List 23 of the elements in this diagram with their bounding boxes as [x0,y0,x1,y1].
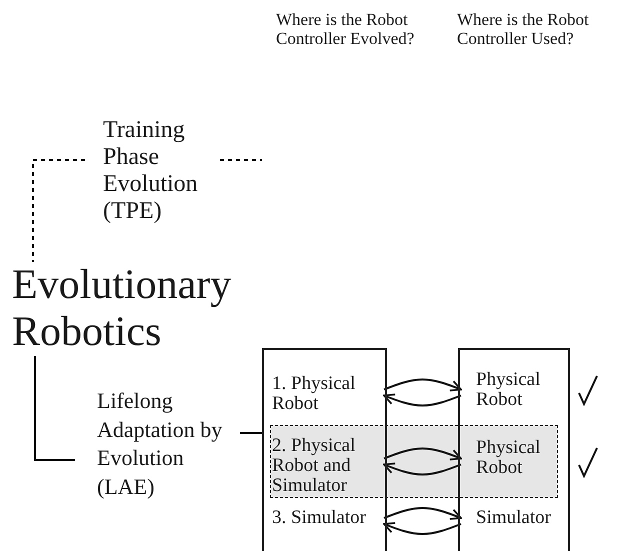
arrow [383,522,462,535]
item-text: 3. Simulator [272,508,367,528]
connector-line [240,432,262,434]
arrow [384,507,462,520]
arrow [383,394,462,406]
item-text: Physical Robot [476,438,542,478]
heading-text: Training Phase Evolution (TPE) [103,117,199,225]
connector-line [220,159,262,161]
arrow [384,448,462,460]
column-heading: Where is the Robot Controller Evolved? [276,10,416,48]
item-text: 2. Physical Robot and Simulator [272,436,356,496]
item-text: Physical Robot [476,370,542,410]
connector-line [34,356,75,461]
heading-text: Evolutionary Robotics [12,262,232,356]
item-text: 1. Physical Robot [272,374,356,414]
arrow [384,378,462,392]
connector-line [32,159,85,262]
column-heading: Where is the Robot Controller Used? [457,10,590,48]
arrow [383,462,462,476]
column-box [262,348,387,551]
item-text: Simulator [476,508,552,528]
column-box [458,348,570,551]
heading-text: Lifelong Adaptation by Evolution (LAE) [97,387,224,500]
